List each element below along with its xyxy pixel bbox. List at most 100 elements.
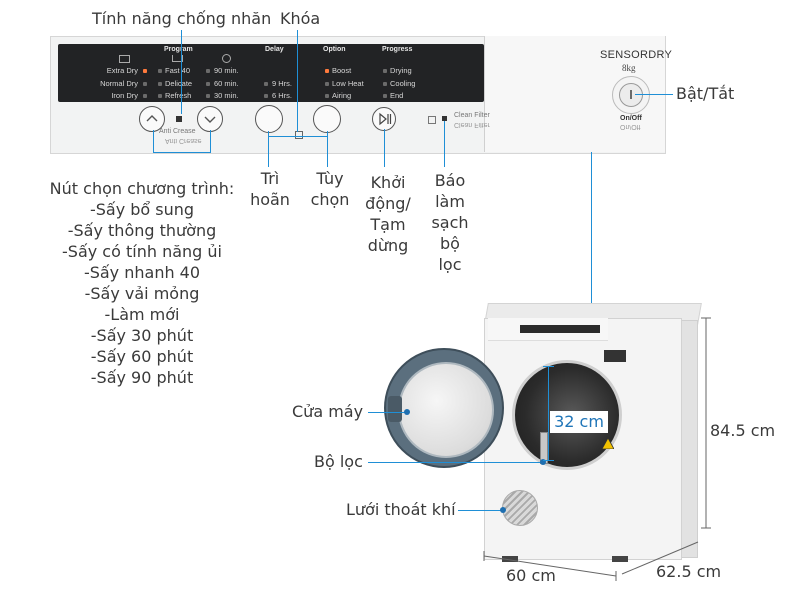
door-handle xyxy=(388,396,402,422)
cooling-indicator xyxy=(383,82,387,86)
delay-9-hrs: 9 Hrs. xyxy=(272,79,293,88)
program-up-button[interactable] xyxy=(139,106,165,132)
program-30-min: 30 min. xyxy=(214,91,239,100)
anti-crease-callout: Tính năng chống nhăn xyxy=(92,9,272,28)
program-list-item: -Sấy bổ sung xyxy=(89,200,195,219)
power-icon xyxy=(619,83,643,107)
progress-cooling: Cooling xyxy=(390,79,416,88)
option-boost: Boost xyxy=(332,66,352,75)
progress-drying: Drying xyxy=(390,66,412,75)
option-low-heat: Low Heat xyxy=(332,79,364,88)
chevron-down-icon xyxy=(204,116,216,123)
option-header: Option xyxy=(323,46,346,53)
on-off-mirror-label: On/Off xyxy=(620,123,641,130)
program-up-callout-line xyxy=(153,130,154,153)
lock-callout-line xyxy=(297,30,298,132)
opening-measure-cap xyxy=(543,366,554,367)
delay-button[interactable] xyxy=(255,105,283,133)
delicate-indicator xyxy=(158,82,162,86)
fast40-indicator xyxy=(158,69,162,73)
iron-dry-indicator xyxy=(143,94,147,98)
program-list-item: -Làm mới xyxy=(104,305,180,324)
extra-dry-indicator xyxy=(143,69,147,73)
vent-callout-line xyxy=(458,510,504,511)
drying-indicator xyxy=(383,69,387,73)
opening-measure-cap xyxy=(543,460,554,461)
program-header: Program xyxy=(164,46,193,53)
power-callout-line xyxy=(635,94,673,95)
width-dimension: 60 cm xyxy=(506,566,556,585)
90min-indicator xyxy=(206,69,210,73)
delay-6-hrs: 6 Hrs. xyxy=(272,91,293,100)
delay-9h-indicator xyxy=(264,82,268,86)
filter-callout-line xyxy=(368,462,544,463)
lock-callout: Khóa xyxy=(280,9,321,28)
timer-icon xyxy=(222,54,231,63)
dryer-mini-display xyxy=(520,325,600,333)
program-down-button[interactable] xyxy=(197,106,223,132)
clean-filter-callout: Báo làm sạch bộ lọc xyxy=(431,171,469,274)
program-buttons-callout-bar xyxy=(153,152,211,153)
vent-callout: Lưới thoát khí xyxy=(346,500,456,519)
program-list-item: -Sấy có tính năng ủi xyxy=(62,242,222,261)
program-list-item: -Sấy 90 phút xyxy=(90,368,194,387)
program-shirt-icon xyxy=(119,55,130,63)
program-list-item: -Sấy vải mỏng xyxy=(84,284,200,303)
panel-display xyxy=(58,44,484,102)
boost-indicator xyxy=(325,69,329,73)
anti-crease-label: Anti Crease xyxy=(159,128,196,135)
filter-callout-dot xyxy=(540,459,546,465)
start-pause-button[interactable] xyxy=(372,107,396,131)
delay-option-lock-line xyxy=(268,136,328,137)
vent-callout-dot xyxy=(500,507,506,513)
depth-dimension: 62.5 cm xyxy=(656,562,722,581)
filter-icon xyxy=(428,116,436,124)
program-extra-dry: Extra Dry xyxy=(106,66,138,75)
program-down-callout-line xyxy=(210,130,211,153)
normal-dry-indicator xyxy=(143,82,147,86)
option-callout: Tùy chọn xyxy=(310,169,350,209)
opening-measure-line xyxy=(548,366,549,460)
60min-indicator xyxy=(206,82,210,86)
brand-sensordry: SENSORDRY xyxy=(600,49,673,61)
capacity-label: 8kg xyxy=(622,63,636,73)
progress-header: Progress xyxy=(382,46,413,53)
program-delicate: Delicate xyxy=(165,79,193,88)
option-button[interactable] xyxy=(313,105,341,133)
option-airing: Airing xyxy=(332,91,352,100)
door-callout-dot xyxy=(404,409,410,415)
clean-filter-led xyxy=(442,116,447,121)
airing-indicator xyxy=(325,94,329,98)
delay-callout: Trì hoãn xyxy=(250,169,290,209)
program-iron-dry: Iron Dry xyxy=(111,91,138,100)
option-callout-line xyxy=(327,131,328,167)
program-refresh: Refresh xyxy=(165,91,192,100)
anti-crease-callout-line xyxy=(181,30,182,114)
progress-end: End xyxy=(390,91,404,100)
refresh-indicator xyxy=(158,94,162,98)
chevron-up-icon xyxy=(146,115,158,122)
program-list-item: -Sấy nhanh 40 xyxy=(83,263,201,282)
end-indicator xyxy=(383,94,387,98)
air-vent xyxy=(502,490,538,526)
power-callout: Bật/Tắt xyxy=(676,84,735,103)
start-pause-callout: Khởi động/ Tạm dừng xyxy=(365,173,411,255)
program-90-min: 90 min. xyxy=(214,66,239,75)
anti-crease-led xyxy=(176,116,182,122)
dryer-spec-sticker xyxy=(604,350,626,362)
program-60-min: 60 min. xyxy=(214,79,239,88)
delay-callout-line xyxy=(268,131,269,167)
delay-header: Delay xyxy=(265,46,284,53)
door-glass xyxy=(398,362,494,458)
filter-callout: Bộ lọc xyxy=(314,452,363,471)
program-list-item: -Sấy 60 phút xyxy=(90,347,194,366)
lock-icon xyxy=(295,131,303,139)
dimension-lines xyxy=(483,317,711,581)
delay-6h-indicator xyxy=(264,94,268,98)
door-callout-line xyxy=(368,412,408,413)
clean-filter-mirror-label: Clean Filter xyxy=(454,121,490,128)
dryer-foot xyxy=(612,556,628,562)
height-dimension: 84.5 cm xyxy=(710,421,776,440)
program-list-callout: Nút chọn chương trình: -Sấy bổ sung -Sấy… xyxy=(44,178,240,388)
door-opening-dimension: 32 cm xyxy=(550,411,608,433)
